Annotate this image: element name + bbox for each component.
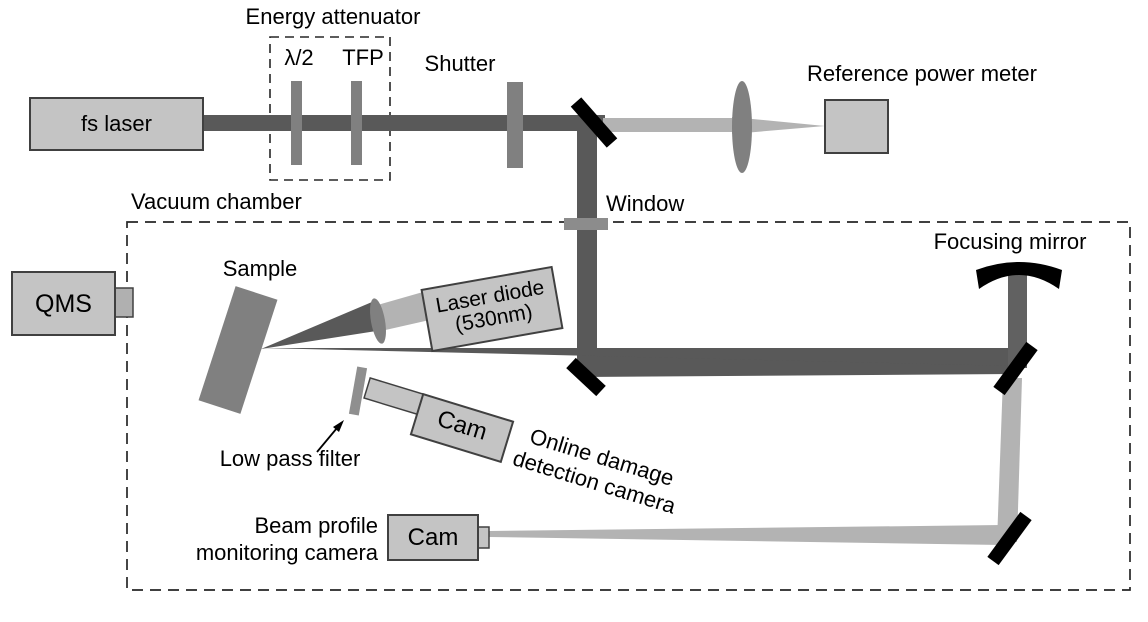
beam-up-to-focusing-mirror [1008,268,1027,368]
beam-focused-to-power-meter [732,117,825,134]
sample-label: Sample [222,256,298,281]
beam-down-to-bottom-mirror [997,378,1022,542]
beam-paths [200,115,1027,545]
tfp-label: TFP [342,45,384,70]
qms-label: QMS [35,289,92,318]
damage-camera-barrel [363,377,427,416]
turning-mirror-bottom-right [987,511,1032,566]
low-pass-filter-plate [348,366,368,416]
window-plate [564,218,608,230]
power-meter-box [824,99,889,154]
beam-diode-to-lens [374,290,434,331]
power-meter-lens [732,81,752,173]
profile-camera-cam-label: Cam [407,523,459,551]
low-pass-filter-arrow [316,420,344,453]
turning-mirror-chamber-right [993,341,1038,396]
optical-elements [198,81,1062,566]
arrow-head [333,420,344,432]
fs-laser-label: fs laser [81,111,152,136]
shutter-label: Shutter [424,51,496,76]
focusing-mirror-label: Focusing mirror [933,229,1087,254]
low-pass-filter-label: Low pass filter [219,446,361,471]
damage-camera-body [409,392,515,464]
instrument-boxes [11,97,889,561]
beam-diode-converging-to-sample [261,302,383,349]
beam-profile-camera-label: Beam profile monitoring camera [172,512,378,566]
half-wave-label: λ/2 [284,45,314,70]
profile-camera-connector [477,526,490,549]
turning-mirror-top [570,97,618,148]
turning-mirror-chamber-left [566,357,606,397]
laser-diode-box [420,265,564,353]
beam-profile-label-line2: monitoring camera [195,540,378,565]
shutter-plate [507,82,523,168]
beam-down-through-window [577,128,597,374]
beam-laser-to-mirror [200,115,605,131]
fs-laser-box [29,97,204,151]
focusing-mirror-shape [976,262,1062,289]
half-wave-plate [291,81,302,165]
energy-attenuator-label: Energy attenuator [245,4,421,29]
energy-attenuator-dashed-box [269,36,391,181]
arrow-line [316,427,338,453]
profile-camera-box [387,514,479,561]
beam-profile-label-line1: Beam profile [254,513,378,538]
beam-converging-to-sample [261,348,1014,366]
beam-to-profile-camera [489,525,1002,545]
vacuum-chamber-dashed-box [126,221,1131,591]
sample-plate [198,286,278,414]
qms-connector [114,287,134,318]
beam-transmitted-to-lens [603,118,733,132]
tfp-plate [351,81,362,165]
qms-box [11,271,116,336]
diode-lens [370,298,386,344]
vacuum-chamber-label: Vacuum chamber [131,189,302,214]
window-label: Window [606,191,685,216]
reference-power-meter-label: Reference power meter [807,61,1037,86]
